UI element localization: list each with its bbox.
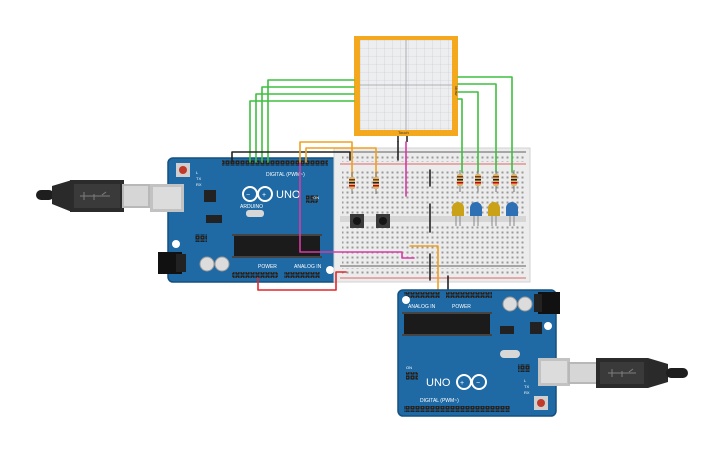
- analog-header[interactable]: [284, 272, 320, 278]
- logo-text: UNO: [276, 189, 301, 201]
- svg-text:ARDUINO: ARDUINO: [240, 204, 263, 210]
- wire-green: [457, 83, 497, 173]
- usb-cable-icon: [568, 358, 688, 388]
- wire-red: [257, 271, 347, 291]
- leds[interactable]: [452, 202, 518, 226]
- wire-orange: [409, 245, 439, 297]
- rx-label: RX: [196, 182, 202, 187]
- l-label: L: [196, 170, 199, 175]
- atmega-chip: [404, 314, 490, 334]
- on-label: ON: [406, 365, 412, 370]
- usb-cable-left[interactable]: [36, 180, 150, 212]
- arduino-logo-icon: − +: [242, 186, 273, 202]
- wire-magenta: [299, 161, 415, 259]
- wire-green: [255, 93, 355, 163]
- power-label: POWER: [258, 264, 277, 270]
- logo-text: UNO: [426, 377, 451, 389]
- wire-black: [231, 151, 351, 163]
- led-yellow[interactable]: [452, 202, 464, 226]
- power-label: POWER: [452, 304, 471, 310]
- wire-green: [261, 86, 355, 163]
- on-label: ON: [313, 195, 319, 200]
- resistor[interactable]: [349, 172, 355, 194]
- wire-green: [457, 98, 463, 173]
- svg-text:+: +: [460, 380, 464, 387]
- svg-text:+: +: [262, 192, 266, 199]
- svg-text:−: −: [476, 380, 480, 387]
- matrix-bottom-label: Touch: [398, 130, 409, 135]
- resistor[interactable]: [373, 172, 379, 194]
- arduino-bottom[interactable]: + − UNO DIGITAL (PWM~) ANALOG IN POWER T…: [397, 289, 570, 417]
- digital-label: DIGITAL (PWM~): [420, 398, 459, 404]
- wire-orange: [305, 147, 377, 179]
- touch-matrix[interactable]: ldraw Touch: [354, 36, 459, 142]
- matrix-side-label: ldraw: [454, 86, 459, 96]
- dc-jack: [538, 292, 560, 314]
- tx-label: TX: [524, 384, 529, 389]
- resistor[interactable]: [493, 170, 499, 192]
- tx-label: TX: [196, 176, 201, 181]
- wire-green: [249, 100, 355, 163]
- svg-text:−: −: [246, 192, 250, 199]
- rx-label: RX: [524, 390, 530, 395]
- push-button[interactable]: [350, 214, 364, 228]
- atmega-chip: [234, 236, 320, 256]
- wire-green: [457, 76, 513, 173]
- arduino-top[interactable]: − + UNO ARDUINO DIGITAL (PWM~) ANALOG IN…: [150, 157, 339, 283]
- digital-label: DIGITAL (PWM~): [266, 172, 305, 178]
- usb-cable-icon: [36, 180, 150, 212]
- wire-orange: [299, 141, 353, 177]
- push-button[interactable]: [376, 214, 390, 228]
- breadboard[interactable]: [333, 147, 531, 283]
- resistor[interactable]: [457, 170, 463, 192]
- l-label: L: [524, 378, 527, 383]
- led-yellow[interactable]: [488, 202, 500, 226]
- usb-cable-right[interactable]: [568, 358, 688, 388]
- arduino-logo-icon: + −: [456, 374, 487, 390]
- power-header[interactable]: [232, 272, 278, 278]
- wires: [231, 76, 513, 297]
- analog-header[interactable]: [404, 292, 440, 298]
- digital-header[interactable]: [404, 406, 510, 412]
- push-buttons[interactable]: [350, 214, 390, 228]
- led-blue[interactable]: [470, 202, 482, 226]
- analog-label: ANALOG IN: [294, 264, 322, 270]
- digital-header[interactable]: [222, 160, 328, 166]
- resistors[interactable]: [349, 170, 517, 194]
- wire-green: [457, 91, 479, 173]
- resistor[interactable]: [475, 170, 481, 192]
- analog-label: ANALOG IN: [408, 304, 436, 310]
- wire-green: [267, 79, 355, 163]
- resistor[interactable]: [511, 170, 517, 192]
- led-blue[interactable]: [506, 202, 518, 226]
- power-header[interactable]: [446, 292, 492, 298]
